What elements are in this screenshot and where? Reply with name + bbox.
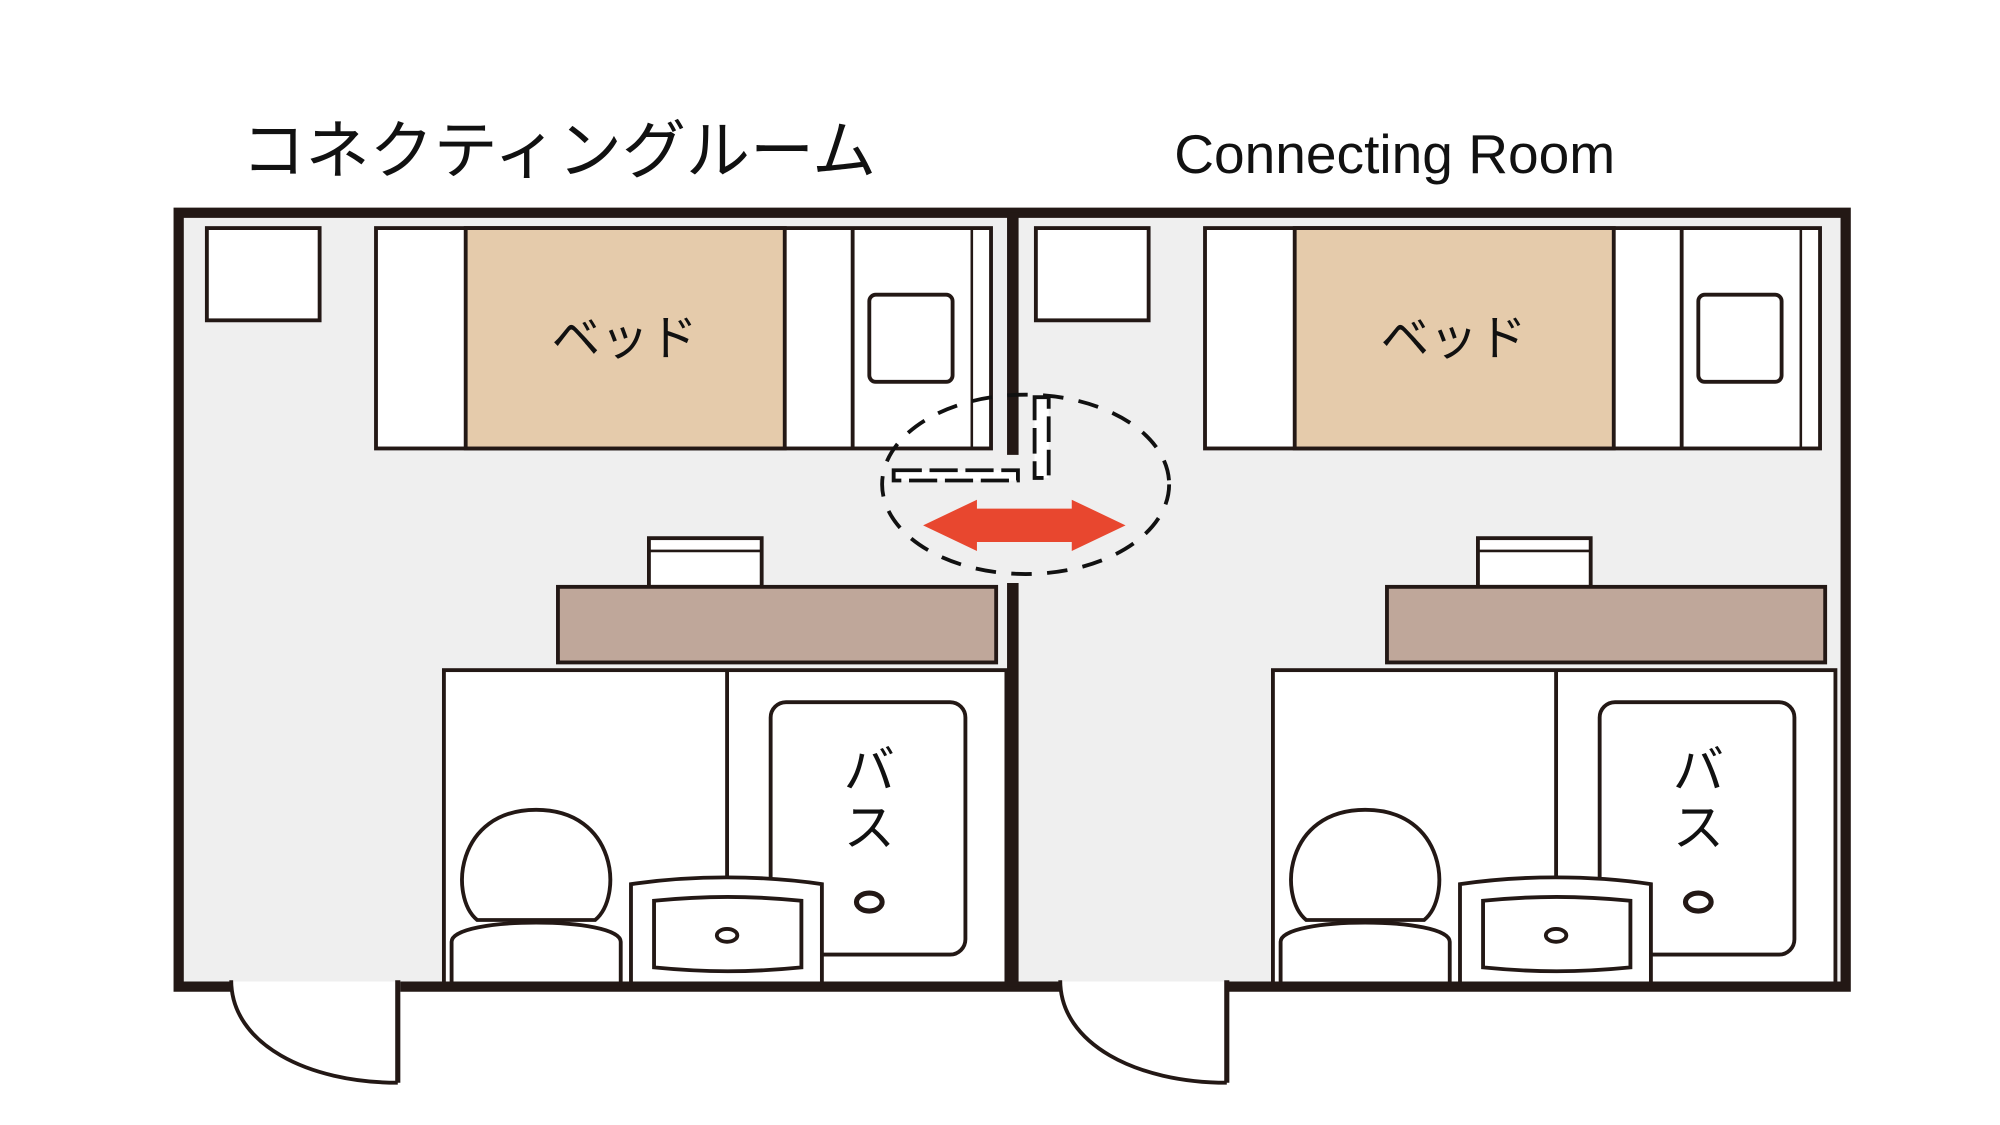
door-swing-icon <box>880 392 1172 576</box>
bed: ベッド <box>374 226 993 451</box>
title-english: Connecting Room <box>1174 123 1615 185</box>
closet <box>204 226 322 323</box>
bath-label-2: ス <box>844 799 895 859</box>
chair <box>646 536 764 589</box>
sink-icon <box>1458 875 1653 986</box>
room-right: ベッド バ ス <box>1033 226 1838 1085</box>
bath-drain <box>1682 890 1714 914</box>
toilet-icon <box>1278 807 1452 986</box>
chair <box>1476 536 1593 589</box>
bed: ベッド <box>1203 226 1822 451</box>
pillow <box>867 292 955 384</box>
bath-drain <box>853 890 885 914</box>
connecting-door[interactable] <box>880 392 1172 576</box>
bed-label: ベッド <box>1381 311 1527 367</box>
sink-icon <box>629 875 824 986</box>
bed-label: ベッド <box>552 311 698 367</box>
desk <box>1385 584 1828 665</box>
entrance-door[interactable] <box>1058 980 1230 1085</box>
bathroom: バ ス <box>1270 668 1838 989</box>
door-swing-icon <box>1058 980 1227 1085</box>
pillow <box>1696 292 1784 384</box>
toilet-icon <box>449 807 623 986</box>
door-swing-icon <box>229 980 398 1085</box>
title-japanese: コネクティングルーム <box>241 115 876 189</box>
entrance-door[interactable] <box>229 980 401 1085</box>
bath-label-2: ス <box>1673 799 1724 859</box>
double-arrow-icon <box>923 499 1126 551</box>
bathroom: バ ス <box>441 668 1009 989</box>
closet <box>1033 226 1151 323</box>
bath-label-1: バ <box>844 741 895 801</box>
desk <box>556 584 999 665</box>
room-left: ベッド バ ス <box>204 226 1009 1085</box>
bath-label-1: バ <box>1673 741 1724 801</box>
